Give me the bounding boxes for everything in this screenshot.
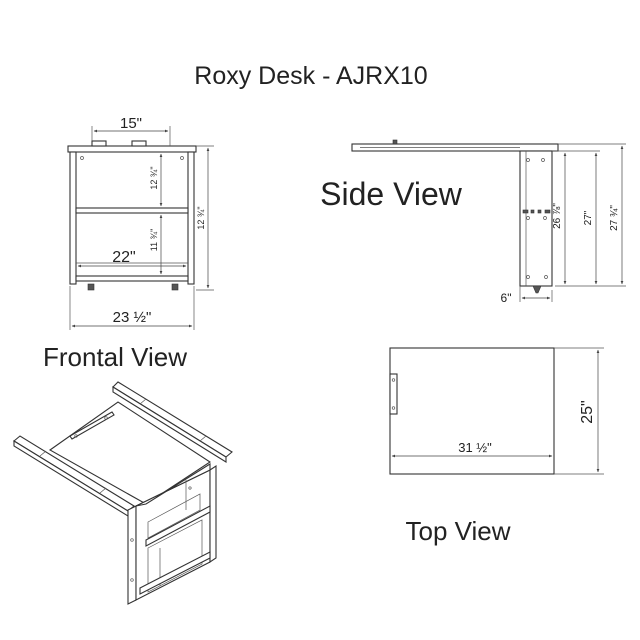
top-width-dim: 31 ½": [458, 440, 492, 455]
frontal-overall-height-dim: 12 ¾": [196, 206, 206, 229]
side-mid-height-dim: 27": [583, 210, 594, 225]
side-view-drawing: [351, 139, 559, 294]
exploded-isometric-drawing: [13, 381, 233, 605]
frontal-upper-height-dim: 12 ¾": [149, 166, 159, 189]
top-depth-dim: 25": [579, 400, 596, 423]
frontal-top-width-dim: 15": [120, 115, 142, 132]
side-leg-depth-dim: 6": [501, 291, 512, 305]
top-view-label: Top View: [405, 516, 510, 546]
frontal-overall-width-dim: 23 ½": [113, 309, 152, 326]
frontal-inner-width-dim: 22": [112, 249, 135, 266]
frontal-view-label: Frontal View: [43, 342, 187, 372]
top-view-drawing: [389, 347, 555, 475]
side-inner-height-dim: 26 ⅞": [552, 203, 563, 229]
side-overall-height-dim: 27 ¾": [609, 205, 620, 231]
side-view-label: Side View: [320, 176, 463, 212]
drawing-title: Roxy Desk - AJRX10: [194, 62, 427, 90]
frontal-lower-height-dim: 11 ¾": [149, 229, 159, 252]
frontal-view-drawing: [67, 140, 197, 291]
